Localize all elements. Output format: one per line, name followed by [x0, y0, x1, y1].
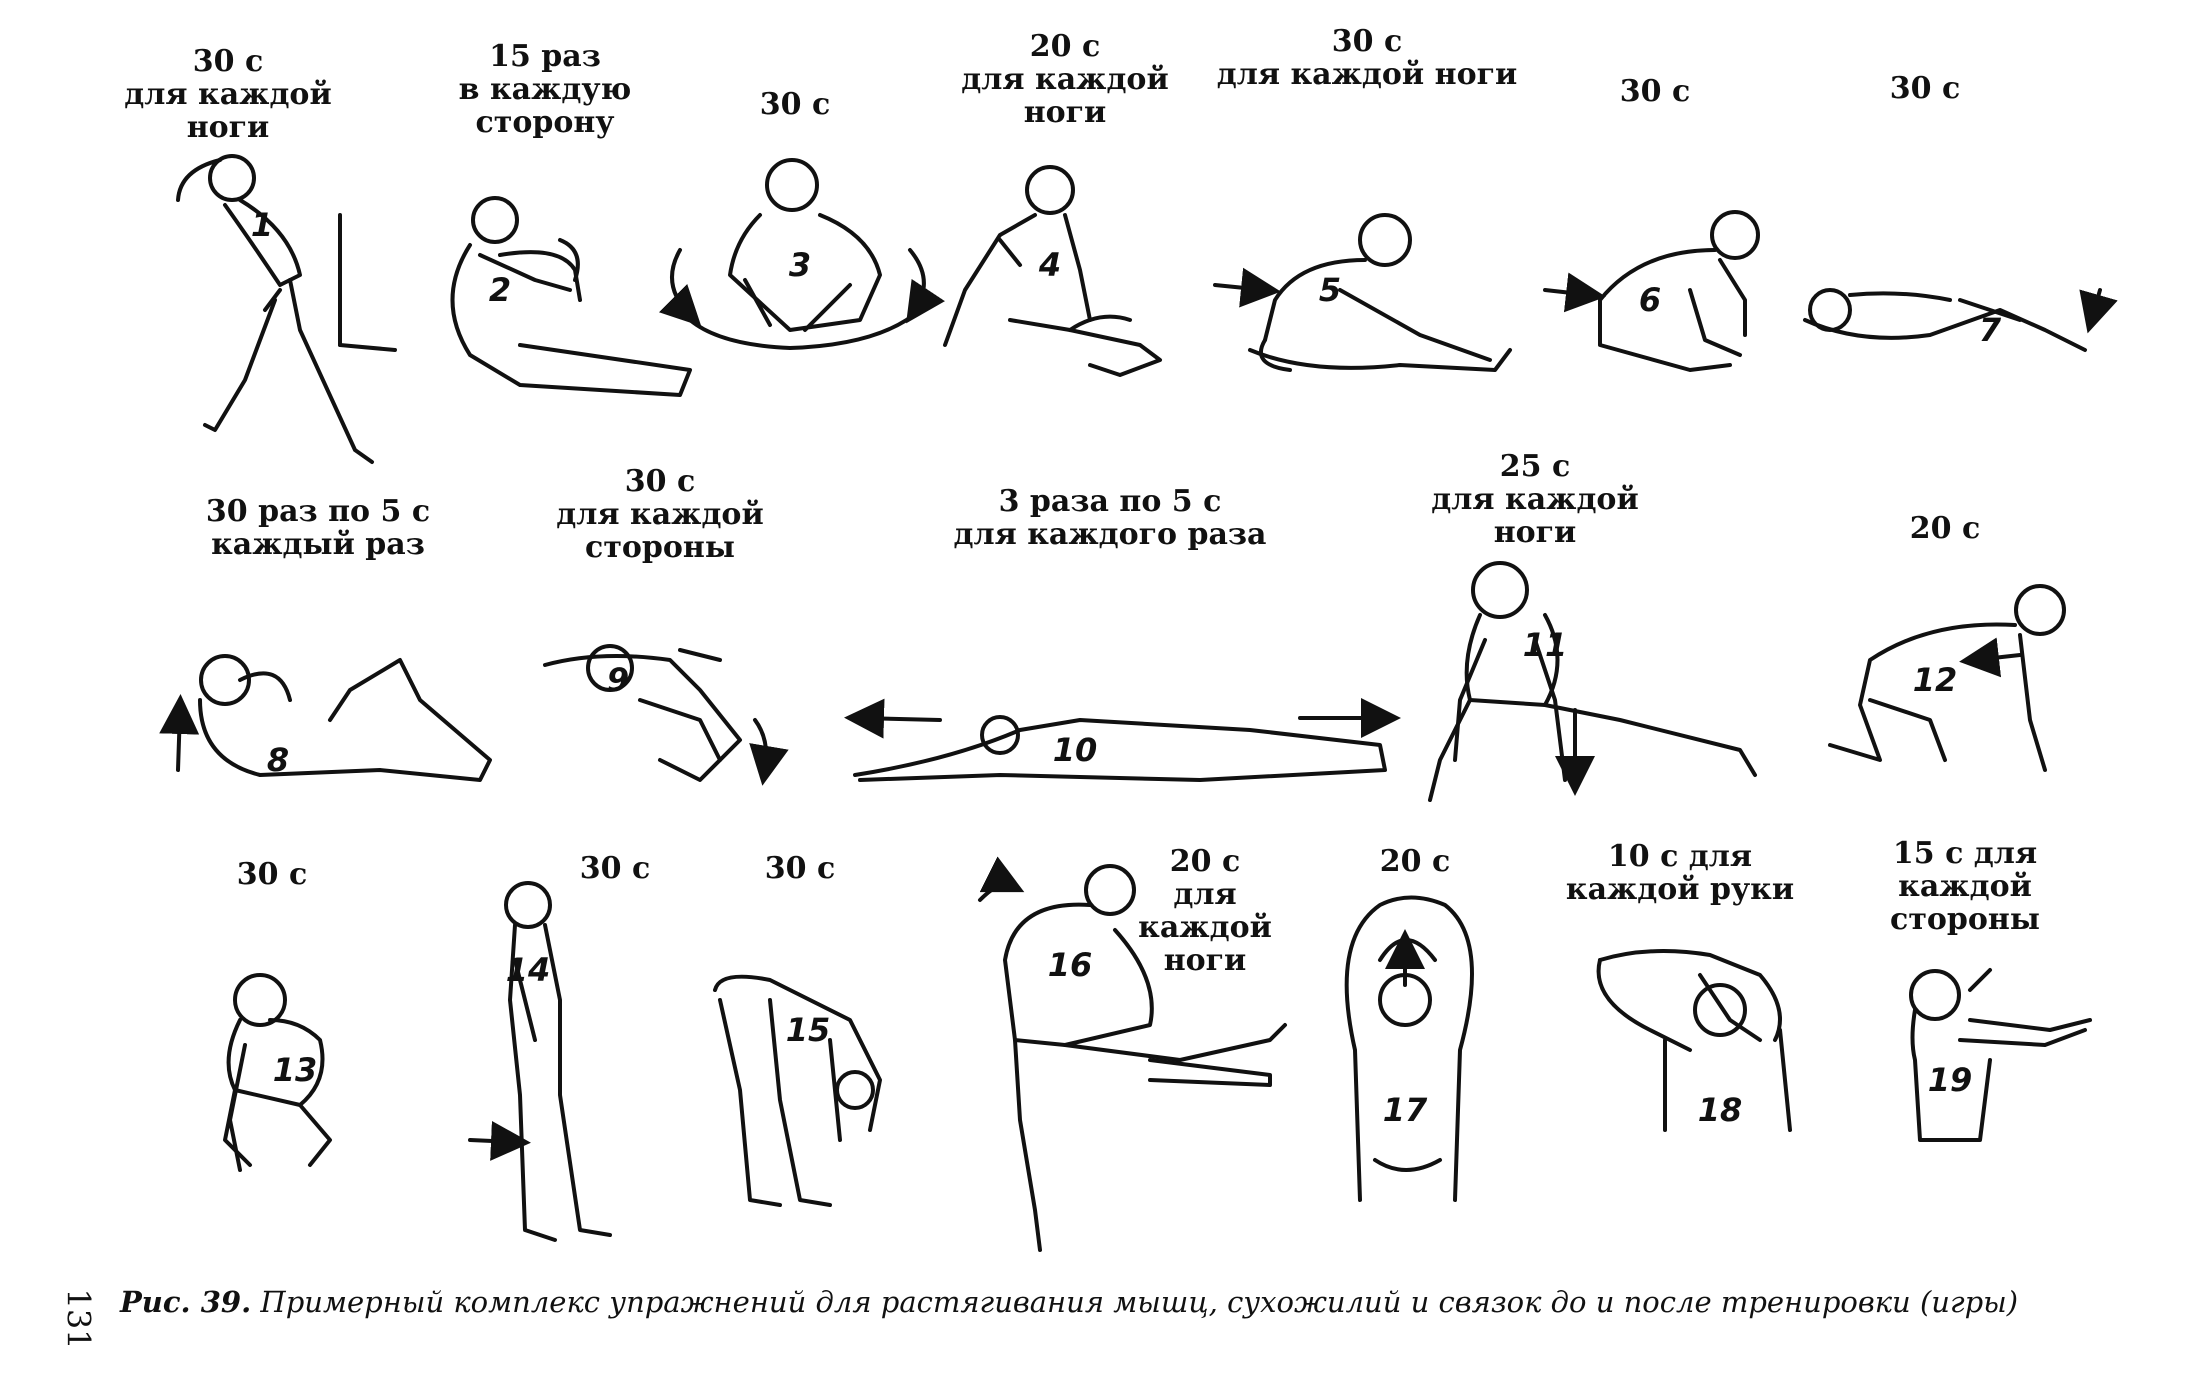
exercise-caption-5: 30 с для каждой ноги — [1216, 24, 1518, 92]
figure-11-lunge — [1428, 561, 1757, 802]
exercise-caption-6: 30 с — [1619, 74, 1691, 109]
figure-17-overhead-stretch — [1344, 895, 1474, 1202]
figure-12-kneeling — [1828, 584, 2066, 772]
exercise-number-3: 3 — [788, 246, 812, 284]
exercise-caption-8: 30 раз по 5 с каждый раз — [205, 494, 431, 562]
figure-8-crunch — [159, 654, 492, 782]
exercise-number-14: 14 — [505, 951, 551, 989]
figure-16-standing-leg-raise — [978, 856, 1287, 1252]
exercise-number-15: 15 — [785, 1011, 831, 1049]
figure-5-seated-reach — [1213, 213, 1512, 372]
figure-caption-text: Примерный комплекс упражнений для растяг… — [260, 1285, 2019, 1319]
figure-19-arm-cross-stretch — [1909, 968, 2092, 1142]
figure-1-wall-stretch — [176, 154, 397, 464]
exercise-caption-17: 20 с — [1379, 844, 1451, 879]
figure-14-standing-calf — [468, 881, 612, 1242]
figure-7-lying-leg-cross — [1803, 288, 2118, 352]
exercise-caption-19: 15 с для каждой стороны — [1890, 836, 2040, 937]
exercise-caption-1: 30 с для каждой ноги — [124, 44, 332, 145]
exercise-caption-11: 25 с для каждой ноги — [1431, 449, 1639, 550]
exercise-caption-3: 30 с — [759, 87, 831, 122]
figure-4-seated-twist — [943, 165, 1162, 377]
figure-15-forward-fold — [713, 974, 882, 1207]
page-number: 131 — [59, 1288, 98, 1350]
exercise-number-12: 12 — [1912, 661, 1958, 699]
exercise-caption-13: 30 с — [236, 857, 308, 892]
figure-18-triceps-stretch — [1596, 949, 1792, 1132]
figure-caption-label: Рис. 39. — [120, 1285, 252, 1319]
figure-caption: Рис. 39. Примерный комплекс упражнений д… — [120, 1285, 2018, 1319]
figure-13-squat — [223, 973, 332, 1172]
exercise-number-8: 8 — [266, 741, 290, 779]
exercise-number-7: 7 — [1978, 311, 2002, 349]
exercise-caption-15: 30 с — [764, 851, 836, 886]
exercise-caption-4: 20 с для каждой ноги — [961, 29, 1169, 130]
figure-3-butterfly — [658, 158, 945, 350]
exercise-caption-10: 3 раза по 5 с для каждого раза — [953, 484, 1267, 552]
exercise-caption-12: 20 с — [1909, 511, 1981, 546]
exercise-number-5: 5 — [1318, 271, 1342, 309]
exercise-number-18: 18 — [1697, 1091, 1743, 1129]
exercise-number-6: 6 — [1638, 281, 1662, 319]
exercise-number-13: 13 — [272, 1051, 318, 1089]
exercise-number-9: 9 — [606, 661, 630, 699]
exercise-number-16: 16 — [1047, 946, 1093, 984]
exercise-number-4: 4 — [1038, 246, 1062, 284]
exercise-number-19: 19 — [1927, 1061, 1973, 1099]
exercise-number-17: 17 — [1382, 1091, 1428, 1129]
figure-10-lying-stretch — [844, 698, 1401, 782]
exercise-caption-14: 30 с — [579, 851, 651, 886]
figure-9-lying-knee-pull — [543, 644, 789, 786]
exercise-caption-9: 30 с для каждой стороны — [556, 464, 764, 565]
exercise-caption-18: 10 с для каждой руки — [1565, 839, 1795, 907]
figure-2-seated-leg-hold — [450, 196, 692, 397]
exercise-caption-16: 20 с для каждой ноги — [1138, 844, 1272, 978]
exercise-caption-2: 15 раз в каждую сторону — [458, 39, 632, 140]
exercise-caption-7: 30 с — [1889, 71, 1961, 106]
figure-6-seated-fold — [1543, 210, 1760, 372]
exercise-number-11: 11 — [1522, 626, 1568, 664]
exercise-number-1: 1 — [250, 206, 274, 244]
exercise-number-10: 10 — [1052, 731, 1098, 769]
exercise-number-2: 2 — [488, 271, 512, 309]
